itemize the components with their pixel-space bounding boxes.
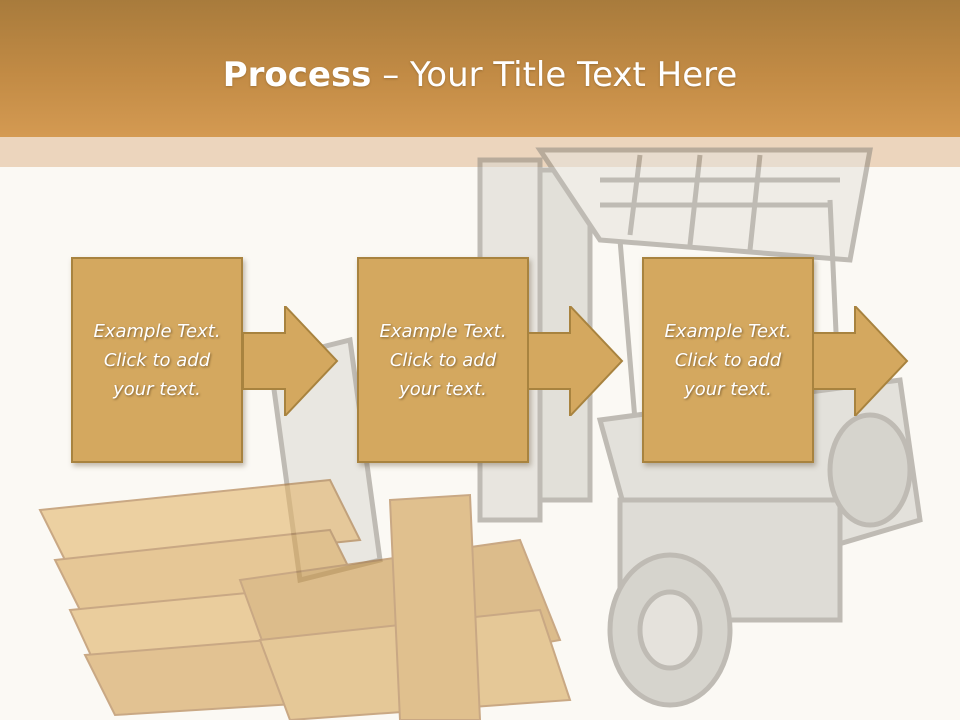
step-line: Click to add [389,349,497,371]
arrow-right-icon [813,306,909,416]
process-step-2[interactable]: Example Text. Click to add your text. [357,257,529,463]
header-band [0,0,960,137]
gold-bars-illustration [38,478,572,720]
step-line: Example Text. [664,320,792,342]
step-text: Example Text. Click to add your text. [368,317,518,404]
step-line: Example Text. [379,320,507,342]
step-line: your text. [113,378,201,400]
process-step-1[interactable]: Example Text. Click to add your text. [71,257,243,463]
step-line: your text. [684,378,772,400]
step-text: Example Text. Click to add your text. [653,317,803,404]
step-line: Click to add [103,349,211,371]
step-line: Example Text. [93,320,221,342]
arrow-right-icon [528,306,624,416]
title-rest: – Your Title Text Here [371,55,738,95]
process-step-3[interactable]: Example Text. Click to add your text. [642,257,814,463]
step-text: Example Text. Click to add your text. [82,317,232,404]
slide-title[interactable]: Process – Your Title Text Here [0,52,960,98]
step-line: your text. [399,378,487,400]
title-bold: Process [222,55,372,95]
step-line: Click to add [674,349,782,371]
arrow-right-icon [243,306,339,416]
